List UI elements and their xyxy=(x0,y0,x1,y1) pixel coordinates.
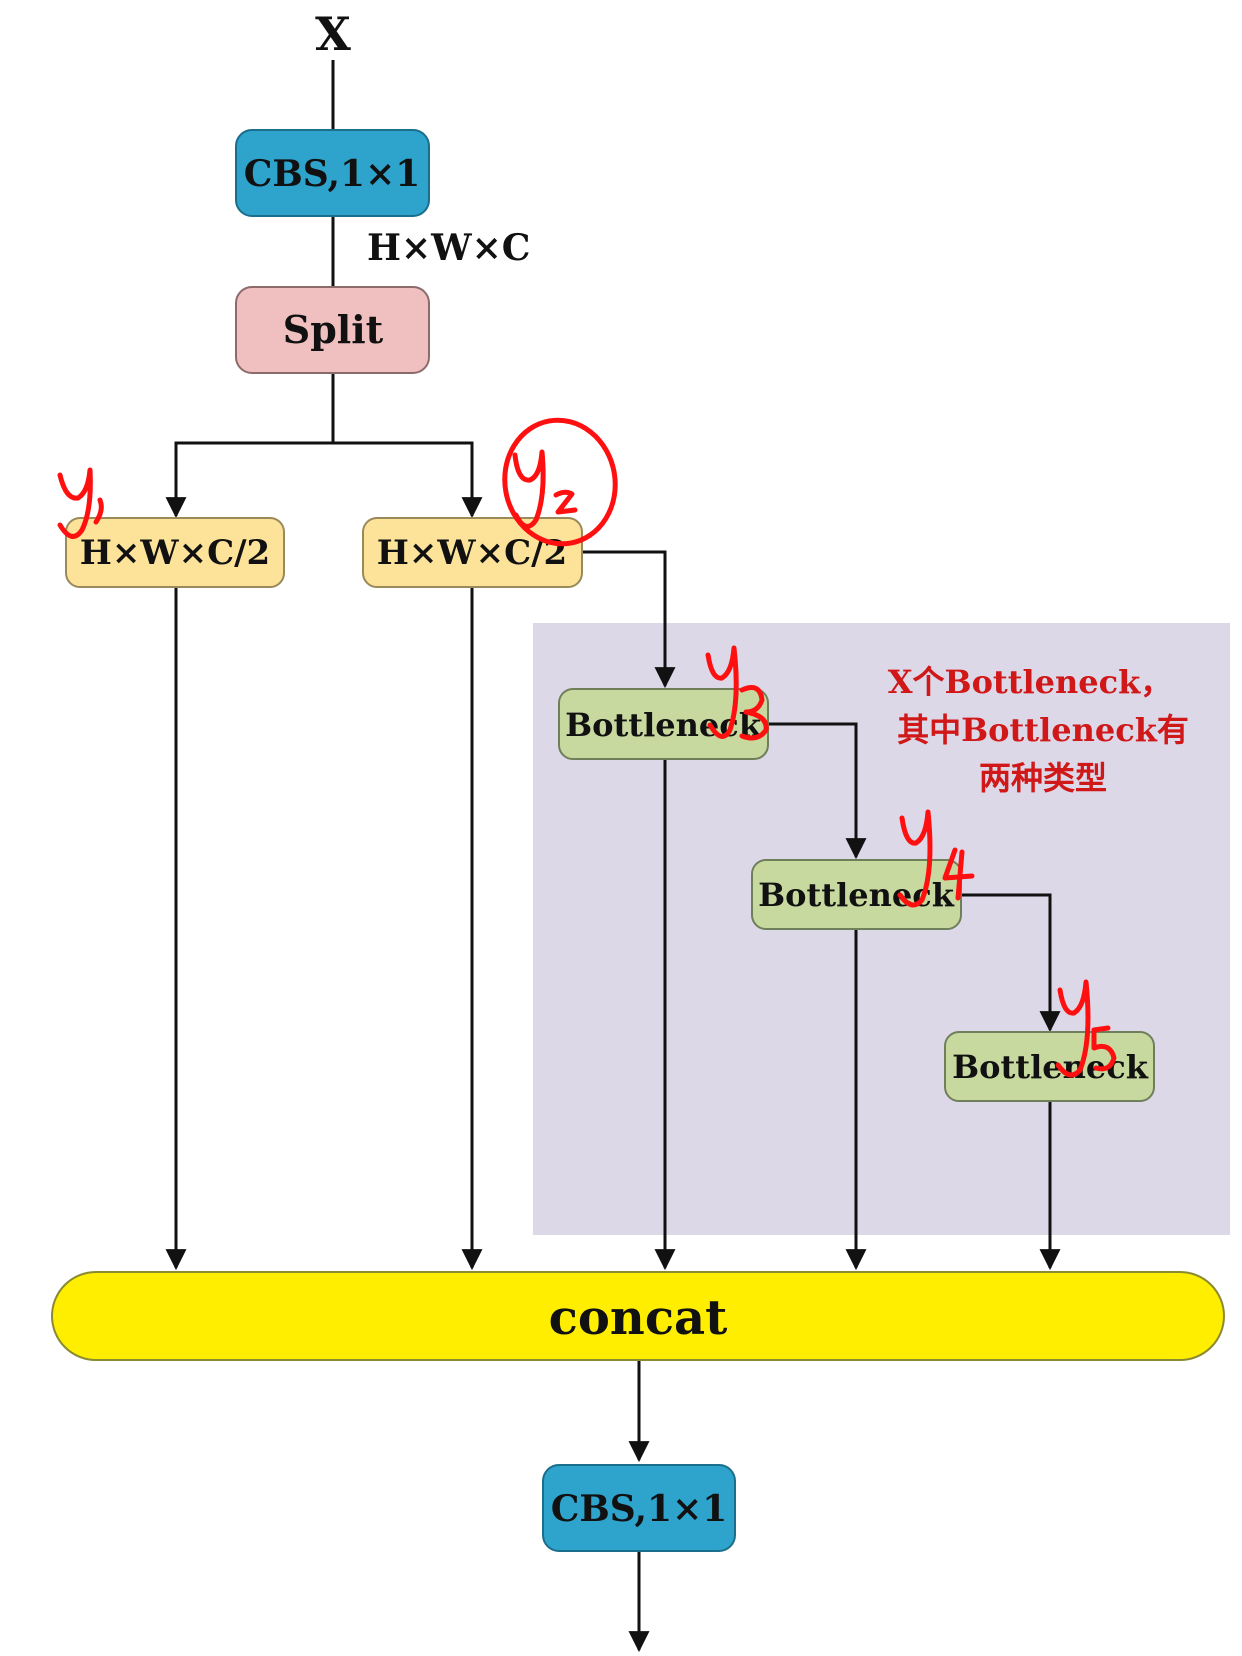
handwritten-y5-mark xyxy=(1055,979,1117,1078)
cbs-top-node: CBS,1×1 xyxy=(235,129,430,217)
cbs-top-label: CBS,1×1 xyxy=(244,153,421,195)
handwritten-y2-mark xyxy=(502,417,618,547)
handwritten-y3-mark xyxy=(705,645,769,741)
shape-after-cbs-label: H×W×C xyxy=(367,227,530,269)
edges xyxy=(165,60,1061,1653)
bottleneck-3-node: Bottleneck xyxy=(944,1031,1155,1102)
cbs-bottom-node: CBS,1×1 xyxy=(542,1464,736,1552)
annotation-line-2: 其中Bottleneck有 xyxy=(897,711,1189,749)
handwritten-y4-mark xyxy=(897,809,975,908)
bottleneck-3-label: Bottleneck xyxy=(952,1048,1149,1086)
concat-node: concat xyxy=(51,1271,1225,1361)
handwritten-y1-mark xyxy=(57,467,104,539)
cbs-bottom-label: CBS,1×1 xyxy=(551,1488,728,1530)
split-label: Split xyxy=(283,307,384,352)
annotation-line-1: X个Bottleneck， xyxy=(888,663,1173,701)
branch-right-node: H×W×C/2 xyxy=(362,517,583,588)
branch-left-label: H×W×C/2 xyxy=(80,533,270,573)
branch-right-label: H×W×C/2 xyxy=(377,533,567,573)
concat-label: concat xyxy=(549,1290,728,1346)
bottleneck-2-node: Bottleneck xyxy=(751,859,962,930)
split-node: Split xyxy=(235,286,430,374)
annotation-line-3: 两种类型 xyxy=(979,759,1107,797)
branch-left-node: H×W×C/2 xyxy=(65,517,285,588)
input-label: X xyxy=(315,7,351,61)
bottleneck-annotation: X个Bottleneck， 其中Bottleneck有 两种类型 xyxy=(888,663,1189,797)
